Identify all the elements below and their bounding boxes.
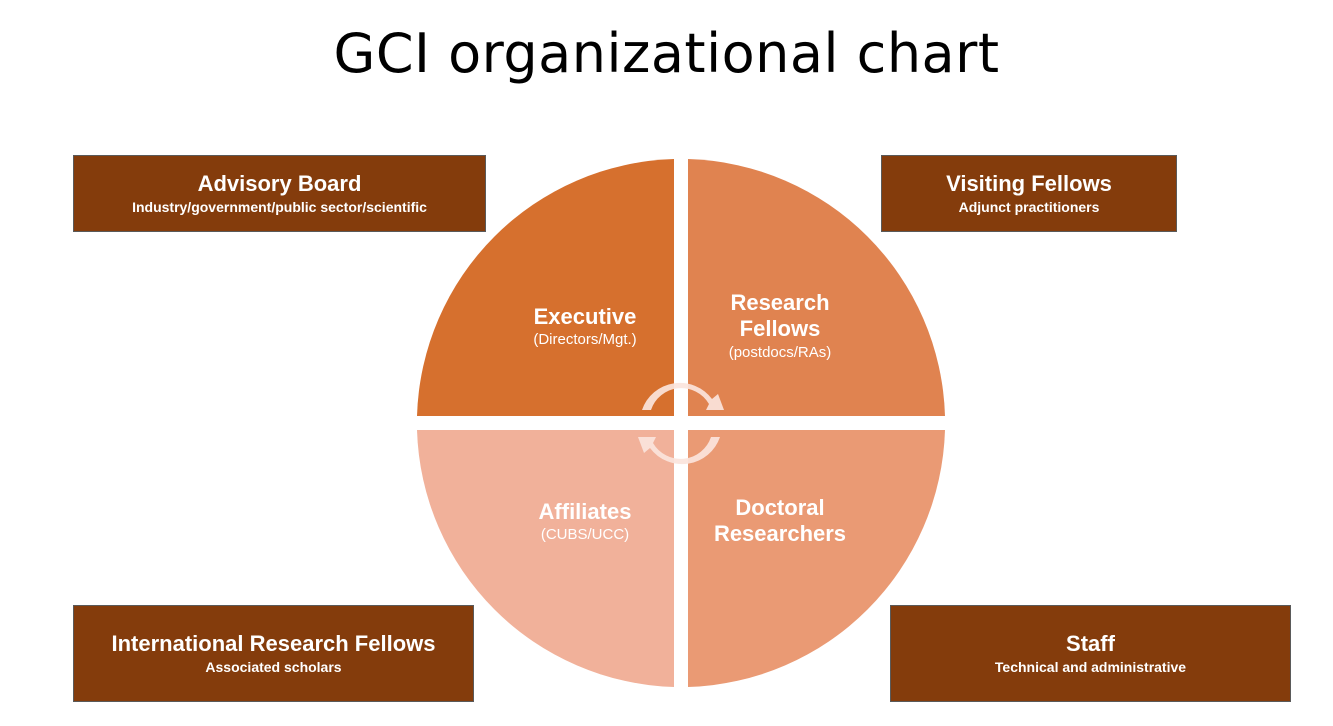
international-research-fellows-subtitle: Associated scholars bbox=[205, 658, 342, 675]
visiting-fellows-box: Visiting Fellows Adjunct practitioners bbox=[881, 155, 1177, 232]
visiting-fellows-title: Visiting Fellows bbox=[946, 170, 1112, 196]
page-title: GCI organizational chart bbox=[333, 22, 1000, 85]
affiliates-label: Affiliates bbox=[539, 499, 632, 524]
visiting-fellows-subtitle: Adjunct practitioners bbox=[958, 198, 1100, 215]
doctoral-researchers-label-line1: Doctoral bbox=[735, 495, 824, 520]
staff-box: Staff Technical and administrative bbox=[890, 605, 1291, 702]
circular-arrows-icon bbox=[638, 382, 724, 465]
staff-subtitle: Technical and administrative bbox=[994, 658, 1187, 675]
executive-sublabel: (Directors/Mgt.) bbox=[533, 331, 636, 348]
quadrant-affiliates bbox=[417, 430, 674, 687]
advisory-board-title: Advisory Board bbox=[197, 170, 362, 196]
international-research-fellows-title: International Research Fellows bbox=[111, 630, 436, 656]
advisory-board-subtitle: Industry/government/public sector/scient… bbox=[132, 198, 427, 215]
affiliates-sublabel: (CUBS/UCC) bbox=[541, 526, 629, 543]
international-research-fellows-box: International Research Fellows Associate… bbox=[73, 605, 474, 702]
doctoral-researchers-label-line2: Researchers bbox=[714, 521, 846, 546]
quadrant-doctoral-researchers-fill bbox=[688, 430, 945, 687]
quadrant-research-fellows bbox=[688, 159, 945, 416]
executive-label: Executive bbox=[534, 304, 637, 329]
research-fellows-sublabel: (postdocs/RAs) bbox=[729, 344, 832, 361]
quadrant-executive bbox=[417, 159, 674, 416]
staff-title: Staff bbox=[1066, 630, 1115, 656]
research-fellows-label-line1: Research bbox=[730, 290, 829, 315]
research-fellows-label-line2: Fellows bbox=[740, 316, 821, 341]
advisory-board-box: Advisory Board Industry/government/publi… bbox=[73, 155, 486, 232]
